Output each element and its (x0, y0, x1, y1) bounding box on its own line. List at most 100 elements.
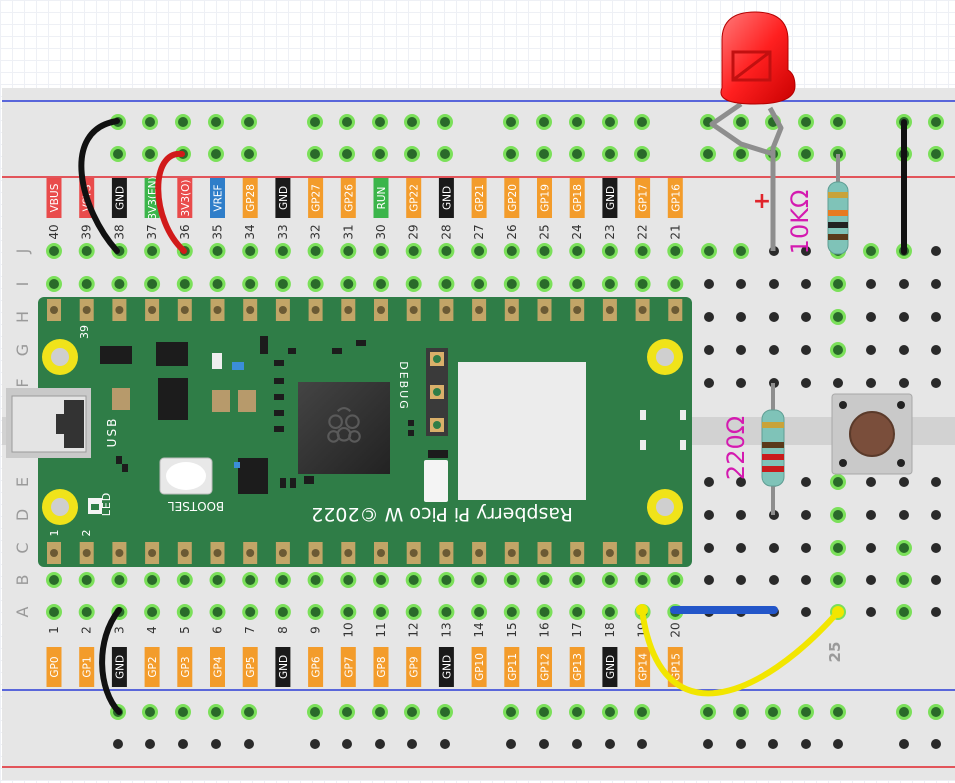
rail-hole[interactable] (506, 149, 516, 159)
breadboard-hole[interactable] (343, 246, 354, 256)
rail-hole[interactable] (637, 117, 647, 127)
rail-hole[interactable] (211, 117, 221, 127)
rail-hole[interactable] (375, 117, 385, 127)
rail-hole[interactable] (703, 739, 713, 749)
breadboard-hole[interactable] (310, 575, 321, 585)
rail-hole[interactable] (375, 707, 385, 717)
breadboard-hole[interactable] (539, 279, 550, 289)
breadboard-hole[interactable] (310, 607, 321, 617)
breadboard-hole[interactable] (801, 477, 811, 487)
rail-hole[interactable] (342, 117, 352, 127)
breadboard-hole[interactable] (736, 477, 746, 487)
breadboard-hole[interactable] (670, 246, 681, 256)
rail-hole[interactable] (145, 739, 155, 749)
breadboard-hole[interactable] (474, 246, 485, 256)
rail-hole[interactable] (539, 117, 549, 127)
breadboard-hole[interactable] (49, 607, 59, 617)
rail-hole[interactable] (637, 149, 647, 159)
rail-hole[interactable] (539, 707, 549, 717)
rail-hole[interactable] (342, 707, 352, 717)
breadboard-hole[interactable] (899, 543, 909, 553)
breadboard-hole[interactable] (704, 312, 714, 322)
breadboard-hole[interactable] (147, 607, 158, 617)
breadboard-hole[interactable] (670, 575, 681, 585)
breadboard-hole[interactable] (179, 607, 190, 617)
breadboard-hole[interactable] (277, 279, 288, 289)
breadboard-hole[interactable] (506, 575, 517, 585)
breadboard-hole[interactable] (736, 575, 746, 585)
rail-hole[interactable] (342, 739, 352, 749)
breadboard-hole[interactable] (572, 246, 583, 256)
breadboard-hole[interactable] (704, 510, 714, 520)
breadboard-hole[interactable] (736, 543, 746, 553)
breadboard-hole[interactable] (736, 510, 746, 520)
rail-hole[interactable] (145, 117, 155, 127)
rail-hole[interactable] (342, 149, 352, 159)
breadboard-hole[interactable] (376, 279, 386, 289)
breadboard-hole[interactable] (769, 345, 779, 355)
rail-hole[interactable] (833, 739, 843, 749)
breadboard-hole[interactable] (310, 246, 321, 256)
breadboard-hole[interactable] (931, 510, 941, 520)
breadboard-hole[interactable] (212, 575, 223, 585)
breadboard-hole[interactable] (539, 607, 550, 617)
rail-hole[interactable] (899, 707, 909, 717)
breadboard-hole[interactable] (49, 279, 59, 289)
breadboard-hole[interactable] (49, 575, 59, 585)
breadboard-hole[interactable] (704, 477, 714, 487)
rail-hole[interactable] (605, 739, 615, 749)
rail-hole[interactable] (375, 149, 385, 159)
rail-hole[interactable] (899, 739, 909, 749)
rail-hole[interactable] (244, 149, 254, 159)
rail-hole[interactable] (310, 117, 320, 127)
breadboard-hole[interactable] (704, 279, 714, 289)
rail-hole[interactable] (244, 117, 254, 127)
breadboard-hole[interactable] (866, 575, 876, 585)
breadboard-hole[interactable] (801, 510, 811, 520)
rail-hole[interactable] (310, 149, 320, 159)
breadboard-hole[interactable] (179, 279, 190, 289)
rail-hole[interactable] (440, 149, 450, 159)
breadboard-hole[interactable] (704, 575, 714, 585)
breadboard-hole[interactable] (408, 246, 419, 256)
rail-hole[interactable] (407, 707, 417, 717)
breadboard-hole[interactable] (704, 543, 714, 553)
breadboard-hole[interactable] (506, 279, 517, 289)
breadboard-hole[interactable] (147, 575, 158, 585)
breadboard-hole[interactable] (833, 575, 843, 585)
breadboard-hole[interactable] (866, 279, 876, 289)
breadboard-hole[interactable] (114, 279, 125, 289)
rail-hole[interactable] (572, 739, 582, 749)
red-led[interactable] (709, 11, 796, 251)
breadboard-hole[interactable] (474, 575, 485, 585)
breadboard-hole[interactable] (736, 378, 746, 388)
breadboard-hole[interactable] (866, 477, 876, 487)
breadboard-hole[interactable] (899, 477, 909, 487)
breadboard-hole[interactable] (572, 575, 583, 585)
breadboard-hole[interactable] (899, 345, 909, 355)
breadboard-hole[interactable] (801, 279, 811, 289)
breadboard-hole[interactable] (704, 246, 714, 256)
breadboard-hole[interactable] (343, 279, 354, 289)
breadboard-hole[interactable] (408, 607, 419, 617)
rail-hole[interactable] (703, 149, 713, 159)
breadboard-hole[interactable] (81, 246, 92, 256)
rail-hole[interactable] (178, 739, 188, 749)
resistor-220[interactable] (761, 409, 785, 487)
breadboard-hole[interactable] (212, 279, 223, 289)
rail-hole[interactable] (506, 117, 516, 127)
breadboard-hole[interactable] (539, 575, 550, 585)
breadboard-hole[interactable] (931, 378, 941, 388)
breadboard-hole[interactable] (572, 279, 583, 289)
breadboard-hole[interactable] (572, 607, 583, 617)
breadboard-hole[interactable] (833, 543, 843, 553)
breadboard-hole[interactable] (866, 312, 876, 322)
breadboard-hole[interactable] (931, 575, 941, 585)
rail-hole[interactable] (310, 739, 320, 749)
rail-hole[interactable] (211, 739, 221, 749)
breadboard-hole[interactable] (866, 345, 876, 355)
rail-hole[interactable] (801, 739, 811, 749)
breadboard-hole[interactable] (931, 477, 941, 487)
breadboard-hole[interactable] (769, 279, 779, 289)
breadboard-hole[interactable] (245, 279, 256, 289)
